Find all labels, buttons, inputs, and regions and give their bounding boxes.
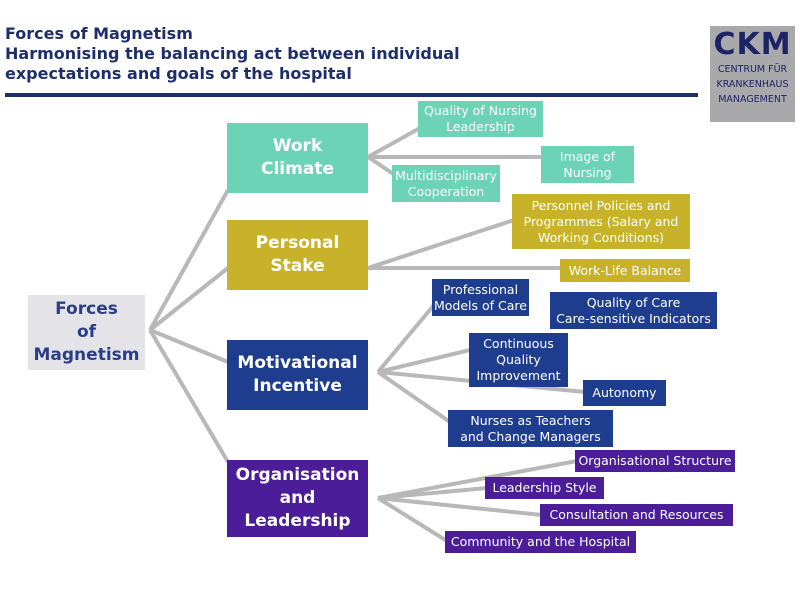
title-line-2: Harmonising the balancing act between in… xyxy=(5,44,460,63)
connector xyxy=(366,155,397,177)
factor-personnel-policies: Personnel Policies and Programmes (Salar… xyxy=(512,194,690,249)
logo-line-3: MANAGEMENT xyxy=(718,94,787,105)
factor-continuous-quality: Continuous Quality Improvement xyxy=(469,333,568,387)
title-divider xyxy=(5,93,698,97)
logo-line-1: CENTRUM FÜR xyxy=(717,64,788,75)
category-personal-stake: Personal Stake xyxy=(227,220,368,290)
category-work-climate: Work Climate xyxy=(227,123,368,193)
root-forces-of-magnetism: Forces of Magnetism xyxy=(28,295,145,370)
factor-professional-models: Professional Models of Care xyxy=(432,279,529,316)
connector xyxy=(367,126,421,159)
connector xyxy=(148,266,230,332)
category-motivational-incentive: Motivational Incentive xyxy=(227,340,368,410)
factor-work-life-balance: Work-Life Balance xyxy=(560,259,690,282)
logo-mark: CKM xyxy=(713,27,792,62)
factor-quality-nursing-leadership: Quality of Nursing Leadership xyxy=(418,101,543,137)
connector xyxy=(377,496,543,517)
category-organisation-leadership: Organisation and Leadership xyxy=(227,460,368,537)
connector xyxy=(376,370,452,424)
factor-nurses-teachers: Nurses as Teachers and Change Managers xyxy=(448,410,613,447)
page-title: Forces of Magnetism Harmonising the bala… xyxy=(5,24,460,84)
logo-line-2: KRANKENHAUS xyxy=(716,79,789,90)
connector xyxy=(376,303,436,374)
title-line-1: Forces of Magnetism xyxy=(5,24,193,43)
connector xyxy=(376,496,449,543)
connector xyxy=(377,459,578,500)
factor-consultation-resources: Consultation and Resources xyxy=(540,504,733,526)
factor-autonomy: Autonomy xyxy=(583,380,666,406)
connector xyxy=(377,348,471,374)
connector xyxy=(367,218,515,270)
factor-quality-of-care: Quality of Care Care-sensitive Indicator… xyxy=(550,292,717,329)
title-line-3: expectations and goals of the hospital xyxy=(5,64,352,83)
connector xyxy=(149,328,229,364)
connector xyxy=(377,486,488,500)
ckm-logo: CKM CENTRUM FÜR KRANKENHAUS MANAGEMENT xyxy=(710,26,795,122)
factor-leadership-style: Leadership Style xyxy=(485,477,604,499)
connector xyxy=(148,189,230,331)
factor-organisational-structure: Organisational Structure xyxy=(575,450,735,472)
factor-image-of-nursing: Image of Nursing xyxy=(541,146,634,183)
factor-multidisciplinary-cooperation: Multidisciplinary Cooperation xyxy=(392,165,500,202)
connector xyxy=(148,328,230,464)
factor-community-hospital: Community and the Hospital xyxy=(445,531,636,553)
